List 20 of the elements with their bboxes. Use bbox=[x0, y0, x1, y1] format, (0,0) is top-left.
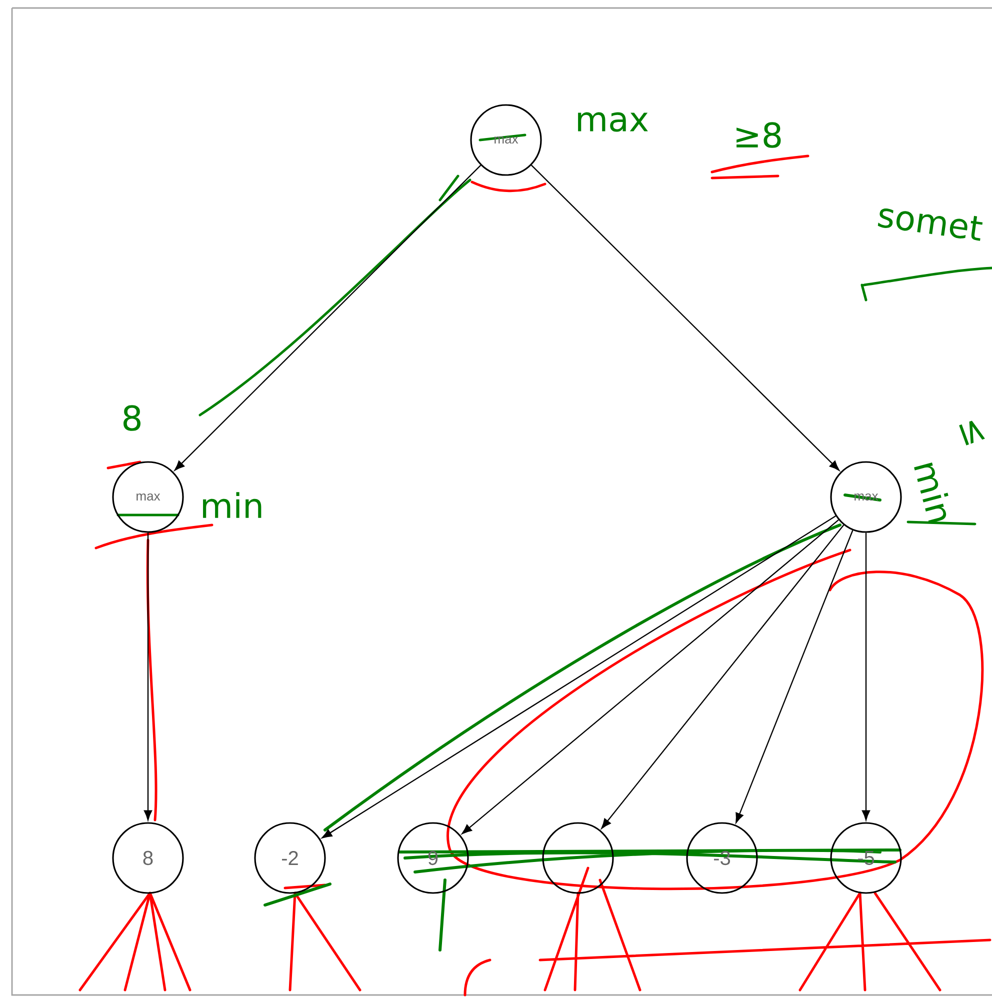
arrow bbox=[736, 530, 854, 824]
tree-node bbox=[542, 822, 614, 894]
handwritten-note: somet bbox=[878, 208, 983, 241]
handwritten-note: 8 bbox=[124, 405, 140, 431]
tree-node: -2 bbox=[254, 822, 326, 894]
tree-node: 8 bbox=[112, 822, 184, 894]
tree-node: max bbox=[470, 104, 542, 176]
handwritten-note: max bbox=[578, 112, 648, 132]
arrow bbox=[462, 519, 839, 834]
arrow bbox=[322, 516, 836, 838]
handwritten-note: min bbox=[203, 492, 262, 518]
handwritten-note: min bbox=[914, 462, 948, 524]
handwritten-note: ≥8 bbox=[736, 122, 781, 148]
arrow bbox=[601, 524, 844, 829]
tree-node: max bbox=[112, 461, 184, 533]
arrow bbox=[144, 532, 152, 820]
arrow bbox=[862, 532, 870, 820]
arrow bbox=[174, 164, 482, 471]
handwritten-note: ≤ bbox=[959, 420, 985, 446]
arrow bbox=[531, 164, 840, 471]
